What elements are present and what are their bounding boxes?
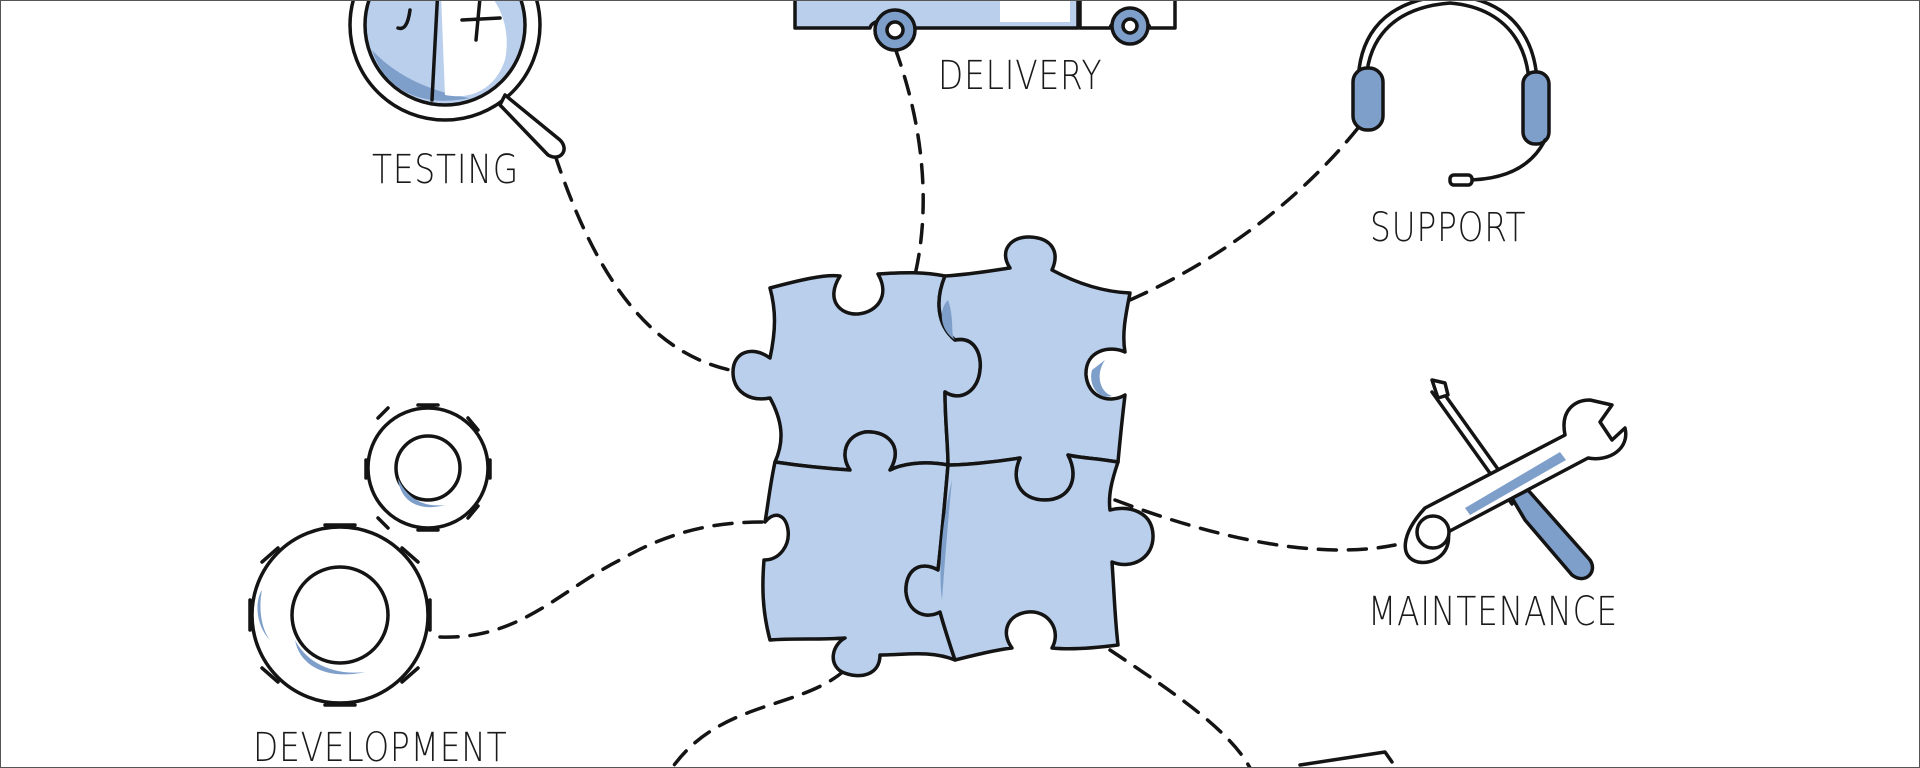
connector-bottom-right: [1108, 648, 1252, 768]
magnifier-handle: [498, 93, 566, 159]
gear-small: [364, 403, 492, 532]
connector-testing: [553, 153, 732, 372]
label-support: SUPPORT: [1370, 205, 1527, 251]
screwdriver-handle: [1510, 488, 1595, 581]
label-maintenance: MAINTENANCE: [1368, 589, 1618, 635]
headset-mic: [1448, 173, 1474, 187]
connector-maintenance: [1113, 498, 1397, 552]
label-development: DEVELOPMENT: [253, 725, 508, 768]
puzzle-piece-bottom-left: [761, 430, 957, 678]
puzzle-icon: [731, 235, 1155, 678]
headset-ear-left: [1351, 66, 1385, 132]
truck-icon: [793, 0, 1177, 52]
label-testing: TESTING: [372, 147, 519, 193]
connector-delivery: [893, 46, 925, 277]
connector-bottom-left: [670, 668, 847, 768]
label-delivery: DELIVERY: [938, 53, 1103, 99]
puzzle-piece-bottom-right: [904, 453, 1155, 662]
magnifier-icon: [348, 0, 566, 159]
connector-support: [1128, 126, 1360, 302]
gear-large: [248, 523, 432, 707]
tools-icon: [1403, 378, 1628, 581]
headset-ear-right: [1521, 70, 1551, 146]
pencil-icon: [1298, 750, 1394, 767]
headset-icon: [1351, 0, 1551, 187]
connectors: [438, 46, 1397, 768]
connector-development: [438, 520, 767, 639]
gears-icon: [248, 403, 492, 707]
